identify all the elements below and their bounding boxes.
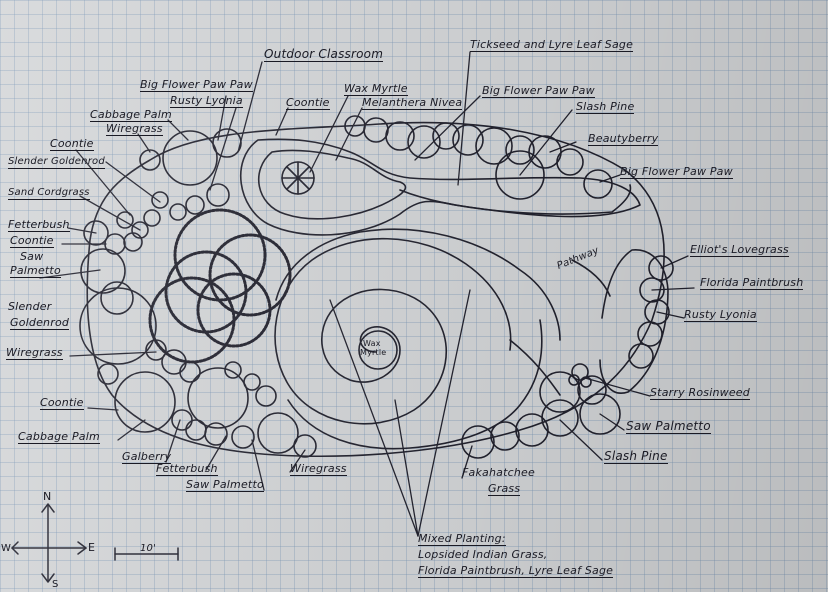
spiral-outer-band [275,228,561,341]
compass-north: N [43,490,52,503]
label-coontie: Coontie [40,396,84,410]
label-beautyberry: Beautyberry [588,132,659,146]
right-shrub-column [628,255,674,369]
upper-swirl-inner [257,149,407,220]
bottom-right-shrub-cluster [461,363,621,459]
label-tickseed-lyre-leaf-sage: Tickseed and Lyre Leaf Sage [470,38,634,52]
compass-rose [11,503,87,583]
leader-lines [39,51,695,537]
center-wax-myrtle [358,330,398,370]
upper-swirl-bed [240,138,641,236]
label-fakahatchee: Fakahatchee [462,466,535,479]
label-big-flower-paw-paw: Big Flower Paw Paw [140,78,253,92]
label-wax-myrtle: Wax Myrtle [344,82,408,96]
label-mixed-indian-grass: Lopsided Indian Grass, [418,548,548,561]
label-fetterbush: Fetterbush [156,462,218,476]
label-wiregrass: Wiregrass [290,462,347,476]
label-coontie: Coontie [10,234,54,248]
label-sand-cordgrass: Sand Cordgrass [8,187,90,200]
label-center-myrtle: Myrtle [360,348,387,357]
label-slash-pine: Slash Pine [576,100,635,114]
label-big-flower-paw-paw: Big Flower Paw Paw [482,84,595,98]
label-coontie: Coontie [286,96,330,110]
garden-outline [86,121,665,458]
compass-south: S [52,579,59,590]
label-mixed-paintbrush-sage: Florida Paintbrush, Lyre Leaf Sage [418,564,614,578]
central-spiral [274,237,512,425]
label-saw-palmetto: Saw Palmetto [626,419,711,434]
label-outdoor-classroom: Outdoor Classroom [264,47,384,62]
label-big-flower-paw-paw: Big Flower Paw Paw [620,165,733,179]
compass-east: E [88,541,96,554]
label-elliots-lovegrass: Elliot's Lovegrass [690,243,789,257]
label-fetterbush: Fetterbush [8,218,70,232]
top-shrub-row [344,115,613,200]
scale-bar [114,547,179,561]
label-goldenrod: Goldenrod [10,316,70,330]
label-florida-paintbrush: Florida Paintbrush [700,276,804,290]
pathway-edge-upper [571,259,611,297]
label-cabbage-palm: Cabbage Palm [18,430,100,444]
label-slender: Slender [8,300,52,313]
label-wiregrass: Wiregrass [106,122,163,136]
left-shrub-cluster [79,128,317,458]
label-saw-palmetto: Saw Palmetto [186,478,264,492]
label-melanthera-nivea: Melanthera Nivea [362,96,463,110]
pathway-edge-lower [509,339,561,396]
label-slash-pine: Slash Pine [604,449,668,464]
right-border-bed [599,249,669,394]
label-rusty-lyonia: Rusty Lyonia [170,94,243,108]
scale-label: 10' [140,543,157,554]
label-palmetto: Palmetto [10,264,61,278]
label-center-wax: Wax [363,339,381,348]
wax-myrtle-symbol [281,161,315,195]
label-mixed-planting: Mixed Planting: [418,532,506,546]
label-coontie: Coontie [50,137,94,151]
label-slender-goldenrod: Slender Goldenrod [8,156,105,169]
label-saw: Saw [20,250,44,263]
label-gallberry: Galberry [122,450,172,464]
upper-bed-line [399,184,632,215]
label-starry-rosinweed: Starry Rosinweed [650,386,750,400]
compass-west: W [1,543,12,554]
label-rusty-lyonia: Rusty Lyonia [684,308,757,322]
label-cabbage-palm: Cabbage Palm [90,108,172,122]
label-grass: Grass [488,482,521,496]
spiral-wave-band [287,319,543,450]
label-wiregrass: Wiregrass [6,346,63,360]
